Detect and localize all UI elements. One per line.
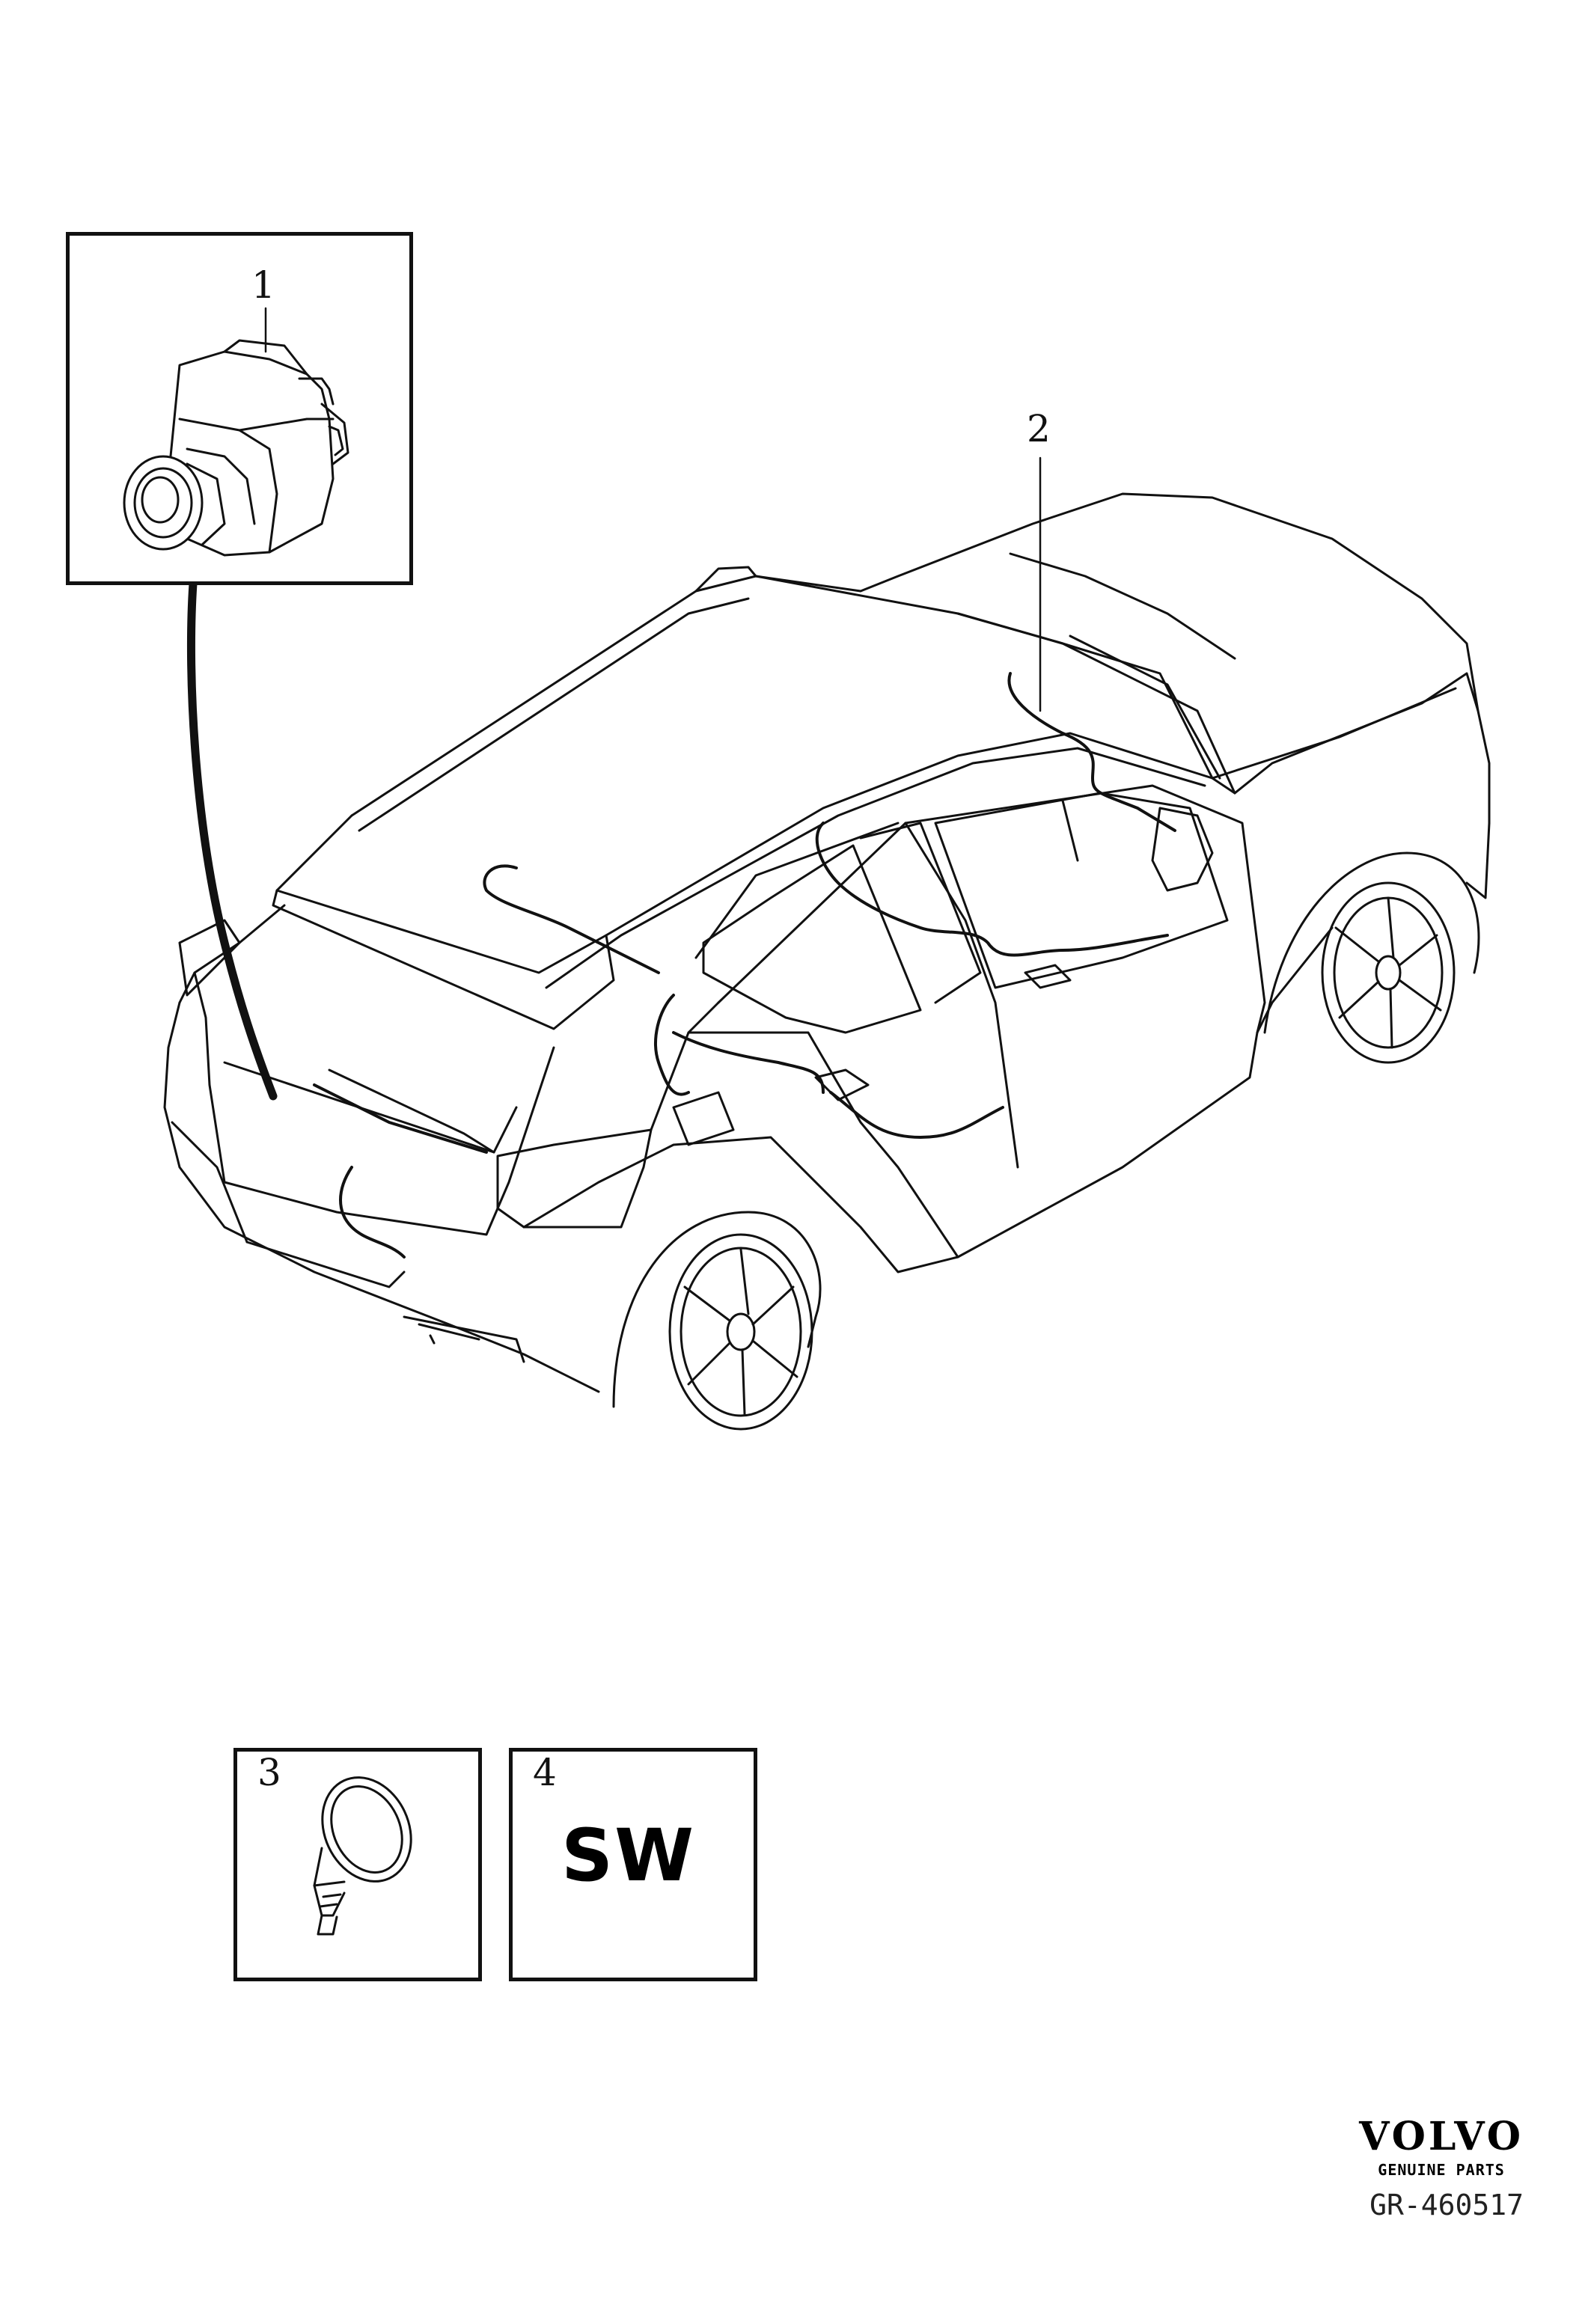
callout-2: 2: [1027, 407, 1051, 450]
part-4-box: [509, 1748, 757, 1981]
brand-subtitle: GENUINE PARTS: [1378, 2161, 1505, 2179]
brand-logo: VOLVO GENUINE PARTS: [1359, 2114, 1524, 2179]
reference-code: GR-460517: [1369, 2189, 1524, 2221]
callout-4: 4: [533, 1751, 557, 1794]
part-1-box: [66, 232, 413, 585]
brand-name: VOLVO: [1359, 2114, 1524, 2159]
part-4-software-label: SW: [561, 1814, 696, 1898]
wiring-harness-illustration: [339, 672, 1176, 1259]
car-illustration: [163, 492, 1491, 1431]
callout-1: 1: [251, 263, 275, 307]
callout-3: 3: [257, 1751, 281, 1794]
